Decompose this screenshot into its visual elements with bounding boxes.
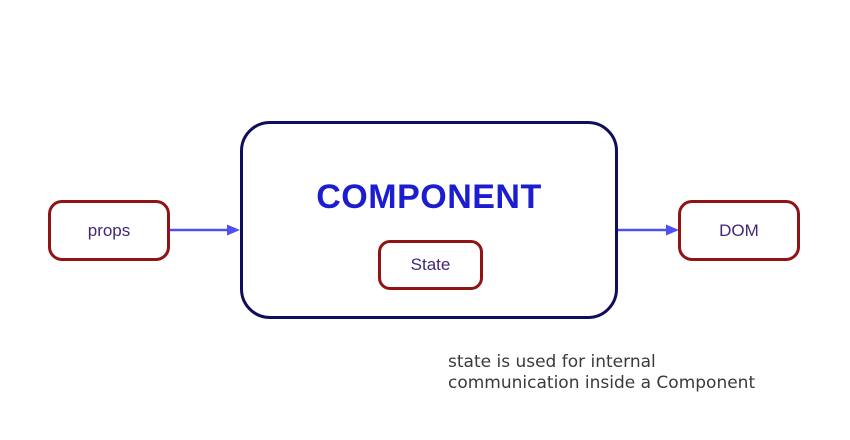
caption-line-1: state is used for internal bbox=[448, 352, 656, 372]
arrow-head-icon bbox=[227, 224, 240, 236]
dom-node-label: DOM bbox=[719, 220, 759, 240]
dom-node: DOM bbox=[678, 200, 800, 261]
caption-line-2: communication inside a Component bbox=[448, 373, 756, 393]
state-node-label: State bbox=[410, 255, 451, 274]
props-node-label: props bbox=[87, 220, 131, 240]
component-title: COMPONENT bbox=[316, 178, 542, 216]
component-node: COMPONENT State bbox=[240, 121, 618, 319]
caption: state is used for internal communication… bbox=[448, 352, 755, 394]
state-node: State bbox=[378, 240, 483, 290]
props-node: props bbox=[48, 200, 170, 261]
arrow-head-icon bbox=[666, 224, 679, 236]
props-to-component-arrow bbox=[170, 224, 240, 236]
component-to-dom-arrow bbox=[618, 224, 679, 236]
